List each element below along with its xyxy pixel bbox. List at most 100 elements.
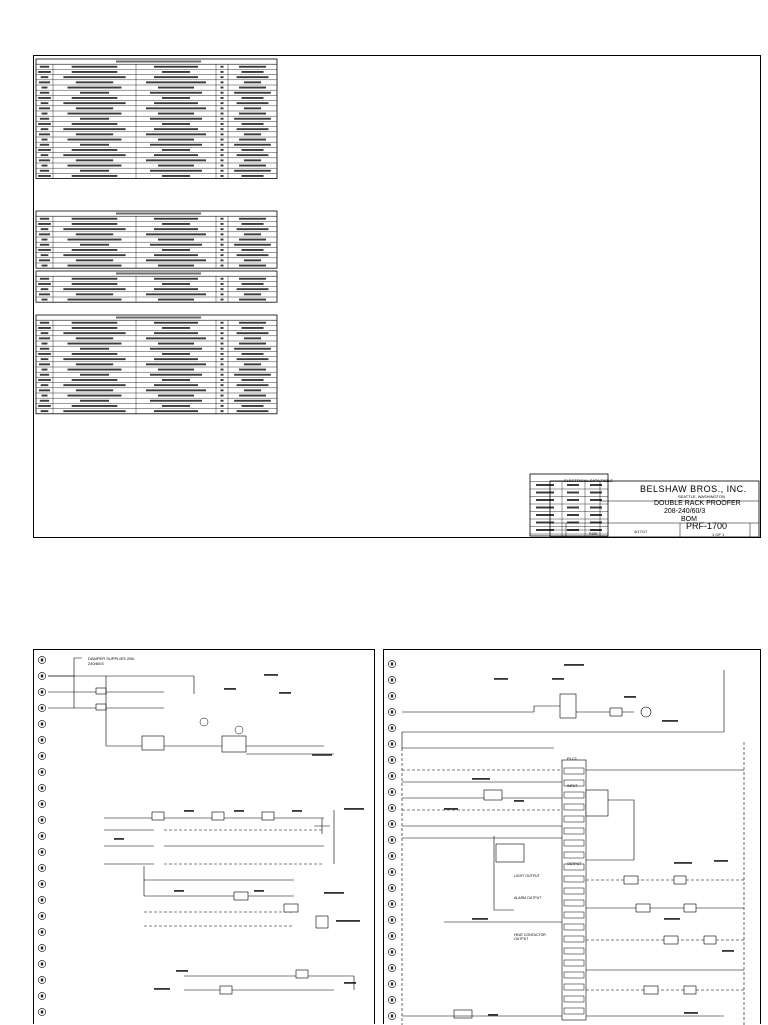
bom-header-cell [154, 277, 198, 280]
bom-cell [38, 149, 51, 151]
bom-cell [162, 149, 190, 151]
bom-cell [220, 410, 224, 413]
wire-label [472, 918, 488, 920]
electrical-cell [536, 491, 554, 494]
sheet-number: 1 OF 1 [712, 532, 725, 537]
row-marker-number [390, 806, 394, 810]
bom-cell [236, 102, 269, 105]
bom-cell [220, 228, 224, 231]
bom-cell [38, 293, 51, 296]
relay [703, 935, 717, 945]
bom-cell [41, 238, 48, 241]
bom-cell [220, 133, 224, 136]
bom-cell [71, 123, 118, 125]
bom-cell [38, 175, 51, 177]
bom-cell [38, 283, 51, 285]
bom-header-cell [220, 217, 224, 220]
bom-cell [38, 81, 51, 84]
row-marker-number [40, 898, 44, 902]
bom-cell [38, 337, 51, 340]
bom-cell [75, 363, 114, 366]
bom-header-cell [39, 277, 50, 280]
bom-cell [40, 332, 49, 335]
bom-cell [220, 405, 224, 407]
electrical-cell [536, 506, 554, 509]
bom-cell [146, 389, 206, 392]
plc-terminal [563, 875, 585, 883]
wire-label [324, 892, 344, 894]
plc-terminal [563, 899, 585, 907]
bom-header-cell [239, 217, 266, 220]
bom-cell [236, 332, 269, 335]
wire-label [234, 810, 244, 812]
bom-cell [39, 243, 50, 246]
bom-cell [243, 363, 262, 366]
row-marker-number [40, 994, 44, 998]
row-marker-number [390, 822, 394, 826]
electrical-cell [536, 521, 554, 524]
bom-cell [150, 169, 202, 172]
bom-cell [243, 133, 262, 136]
wire-label [114, 838, 124, 840]
bom-cell [71, 149, 118, 151]
bom-table-title-text [116, 212, 201, 215]
bom-cell [67, 368, 122, 371]
bom-header-cell [220, 321, 224, 324]
bom-cell [63, 410, 126, 413]
bom-cell [236, 76, 269, 79]
bom-cell [71, 405, 118, 407]
bom-cell [41, 86, 48, 89]
row-marker-number [40, 818, 44, 822]
contactor [261, 811, 275, 821]
plc-terminal [563, 935, 585, 943]
bom-cell [40, 254, 49, 257]
bom-cell [236, 410, 269, 413]
bom-cell [75, 81, 114, 84]
bom-cell [220, 169, 224, 172]
bom-cell [239, 164, 266, 167]
bom-cell [220, 86, 224, 89]
bom-cell [220, 373, 224, 376]
bom-cell [150, 243, 202, 246]
bom-cell [67, 264, 122, 267]
plc-label: PLC1 [567, 756, 578, 761]
electrical-table [529, 473, 609, 537]
bom-cell [243, 159, 262, 162]
bom-header-cell [220, 65, 224, 68]
bom-cell [239, 342, 266, 345]
plc-terminal [563, 971, 585, 979]
bom-cell [241, 97, 264, 99]
relay [643, 985, 659, 995]
wire-label [224, 688, 236, 690]
bom-cell [220, 379, 224, 381]
electrical-cell [567, 514, 579, 516]
bom-cell [234, 91, 271, 94]
contactor [151, 811, 165, 821]
power-supply [141, 735, 165, 751]
electrical-cell [590, 506, 602, 509]
bom-cell [220, 143, 224, 146]
bom-cell [220, 102, 224, 105]
sensor [315, 915, 329, 929]
bom-cell [236, 254, 269, 257]
bom-cell [41, 342, 48, 345]
row-marker-number [40, 690, 44, 694]
bom-cell [162, 283, 190, 285]
plc-terminal [563, 767, 585, 775]
bom-cell [146, 363, 206, 366]
bom-cell [79, 169, 110, 172]
bom-cell [38, 123, 51, 125]
wire-label [174, 890, 184, 892]
bom-cell [158, 264, 194, 267]
bom-cell [41, 368, 48, 371]
bom-cell [158, 86, 194, 89]
electrical-cell [590, 514, 602, 516]
plc-terminal [563, 959, 585, 967]
bom-cell [220, 342, 224, 345]
bom-cell [150, 399, 202, 402]
bom-cell [234, 117, 271, 120]
company-name: BELSHAW BROS., INC. [640, 484, 747, 494]
bom-cell [234, 399, 271, 402]
bom-cell [40, 228, 49, 231]
row-marker-number [390, 678, 394, 682]
